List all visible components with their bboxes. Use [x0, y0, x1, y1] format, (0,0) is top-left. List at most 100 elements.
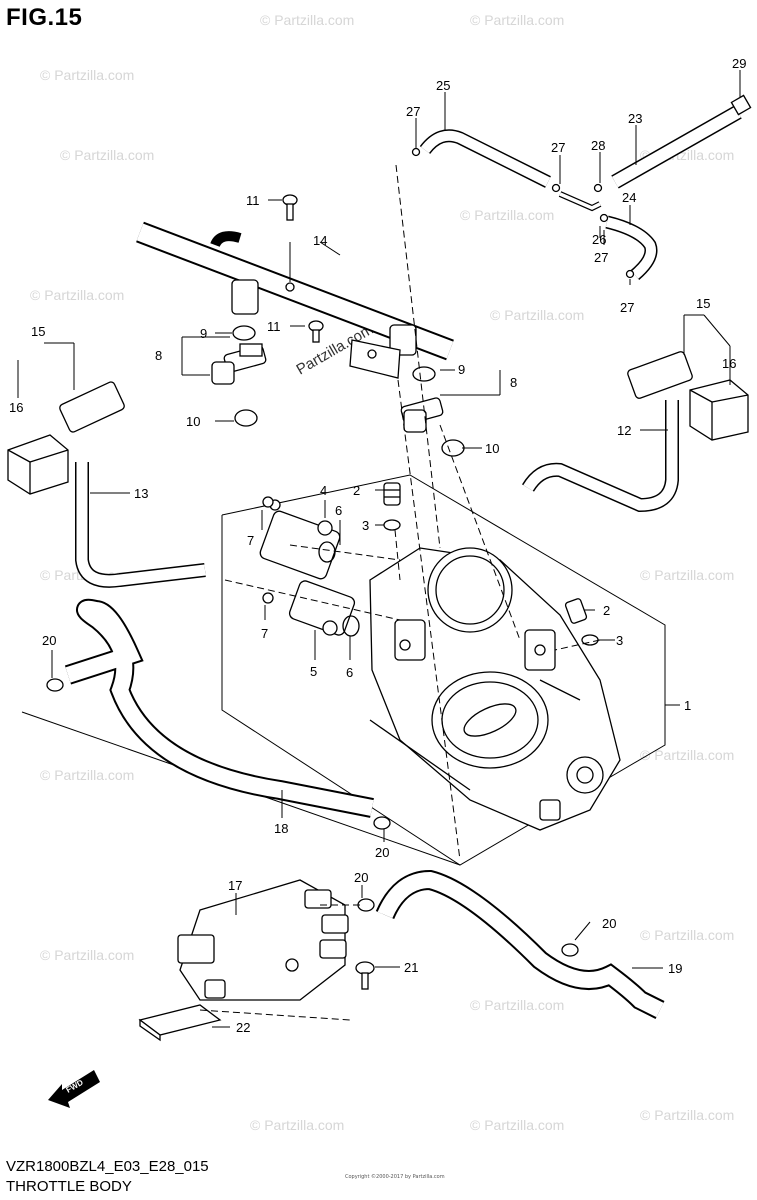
clip-28 [593, 183, 603, 193]
watermark: © Partzilla.com [30, 287, 124, 303]
screw-2 [383, 482, 401, 506]
watermark: © Partzilla.com [40, 947, 134, 963]
clamp-29 [730, 94, 752, 116]
watermark: © Partzilla.com [640, 927, 734, 943]
assembly-lines [199, 164, 601, 1021]
watermark: © Partzilla.com [470, 1117, 564, 1133]
screw-11 [282, 194, 298, 221]
leader-lines [17, 70, 741, 1028]
cap-16-right [689, 379, 749, 441]
seal-10 [234, 409, 258, 427]
callout-6: 6 [346, 665, 353, 680]
clamp-20 [373, 816, 391, 830]
hose-13 [75, 462, 206, 588]
screw-21 [355, 961, 375, 990]
callout-23: 23 [628, 111, 642, 126]
bracket [349, 339, 401, 379]
callout-9: 9 [458, 362, 465, 377]
callout-10: 10 [186, 414, 200, 429]
callout-25: 25 [436, 78, 450, 93]
callout-15: 15 [31, 324, 45, 339]
watermark: © Partzilla.com [460, 207, 554, 223]
watermark: © Partzilla.com [490, 307, 584, 323]
figure-caption: THROTTLE BODY [6, 1178, 132, 1195]
callout-21: 21 [404, 960, 418, 975]
watermark: © Partzilla.com [40, 67, 134, 83]
callout-13: 13 [134, 486, 148, 501]
watermark: © Partzilla.com [40, 767, 134, 783]
callout-19: 19 [668, 961, 682, 976]
callout-6: 6 [335, 503, 342, 518]
o-ring-9 [232, 325, 256, 341]
callout-4: 4 [320, 483, 327, 498]
o-ring-6 [342, 615, 360, 637]
screw-2 [564, 598, 588, 624]
callout-27: 27 [551, 140, 565, 155]
cap-16-left [7, 434, 69, 495]
callout-20: 20 [42, 633, 56, 648]
callout-28: 28 [591, 138, 605, 153]
fwd-arrow-icon: FWD [48, 1070, 100, 1108]
sensor-15-left [59, 381, 125, 433]
watermark: © Partzilla.com [470, 12, 564, 28]
figure-title: FIG.15 [6, 4, 83, 31]
o-ring-6 [318, 541, 336, 563]
callout-2: 2 [603, 603, 610, 618]
callout-24: 24 [622, 190, 636, 205]
callout-8: 8 [510, 375, 517, 390]
callout-9: 9 [200, 326, 207, 341]
sensor-5 [262, 580, 356, 636]
callout-15: 15 [696, 296, 710, 311]
callout-12: 12 [617, 423, 631, 438]
watermark: © Partzilla.com [260, 12, 354, 28]
sensor-15-right [627, 351, 693, 399]
injector-8-right [400, 397, 444, 433]
callout-3: 3 [362, 518, 369, 533]
screw-11 [308, 320, 324, 343]
callout-10: 10 [485, 441, 499, 456]
washer-3 [383, 519, 401, 531]
callout-27: 27 [620, 300, 634, 315]
watermark: © Partzilla.com [640, 1107, 734, 1123]
callout-16: 16 [722, 356, 736, 371]
watermark: © Partzilla.com [250, 1117, 344, 1133]
callout-2: 2 [353, 483, 360, 498]
callout-18: 18 [274, 821, 288, 836]
watermark: © Partzilla.com [60, 147, 154, 163]
callout-14: 14 [313, 233, 327, 248]
clip-27 [551, 183, 561, 193]
callout-3: 3 [616, 633, 623, 648]
callout-5: 5 [310, 664, 317, 679]
callout-22: 22 [236, 1020, 250, 1035]
callout-16: 16 [9, 400, 23, 415]
copyright-notice: Copyright ©2000-2017 by Partzilla.com [345, 1174, 445, 1180]
callout-29: 29 [732, 56, 746, 71]
clip-27 [625, 269, 635, 279]
callout-27: 27 [406, 104, 420, 119]
callout-27: 27 [594, 250, 608, 265]
callout-20: 20 [602, 916, 616, 931]
clamp-20 [357, 898, 375, 912]
callout-7: 7 [261, 626, 268, 641]
o-ring-9 [412, 366, 436, 382]
injector-8-left [211, 343, 267, 385]
throttle-body-1 [369, 547, 621, 831]
clamp-20 [46, 678, 64, 692]
callout-1: 1 [684, 698, 691, 713]
model-code: VZR1800BZL4_E03_E28_015 [6, 1158, 209, 1175]
callout-7: 7 [247, 533, 254, 548]
callout-17: 17 [228, 878, 242, 893]
callout-8: 8 [155, 348, 162, 363]
clamp-20 [561, 943, 579, 957]
sensor-4 [259, 499, 341, 580]
callout-20: 20 [354, 870, 368, 885]
callout-11: 11 [246, 193, 260, 208]
callout-26: 26 [592, 232, 606, 247]
valve-17 [177, 879, 349, 1001]
callout-20: 20 [375, 845, 389, 860]
clip-27 [411, 147, 421, 157]
seal-10 [441, 439, 465, 457]
assembly-outline [221, 474, 666, 866]
watermark: © Partzilla.com [640, 747, 734, 763]
